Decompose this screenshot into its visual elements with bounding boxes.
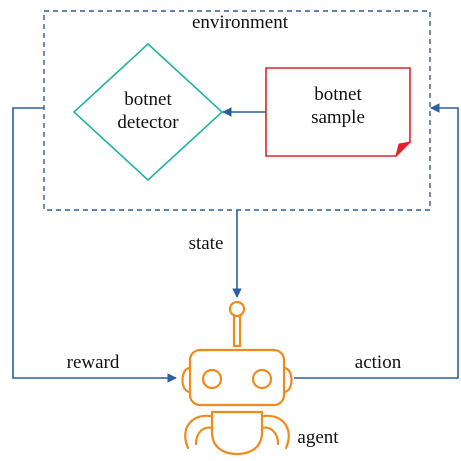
environment-label: environment (192, 12, 289, 33)
reward-arrow (12, 107, 177, 383)
botnet-sample-label-line1: botnet (314, 84, 362, 105)
action-label: action (355, 352, 402, 373)
state-label: state (189, 233, 224, 254)
robot-icon (181, 300, 293, 456)
botnet-detector-label-line2: detector (117, 112, 179, 133)
botnet-detector-label-line1: botnet (124, 89, 172, 110)
agent-label: agent (297, 427, 339, 448)
botnet-sample-label-line2: sample (311, 107, 365, 128)
action-arrow (294, 103, 459, 379)
botnet-sample-fold (395, 141, 412, 158)
botnet-detector-diamond (72, 42, 224, 182)
reward-label: reward (67, 352, 120, 373)
